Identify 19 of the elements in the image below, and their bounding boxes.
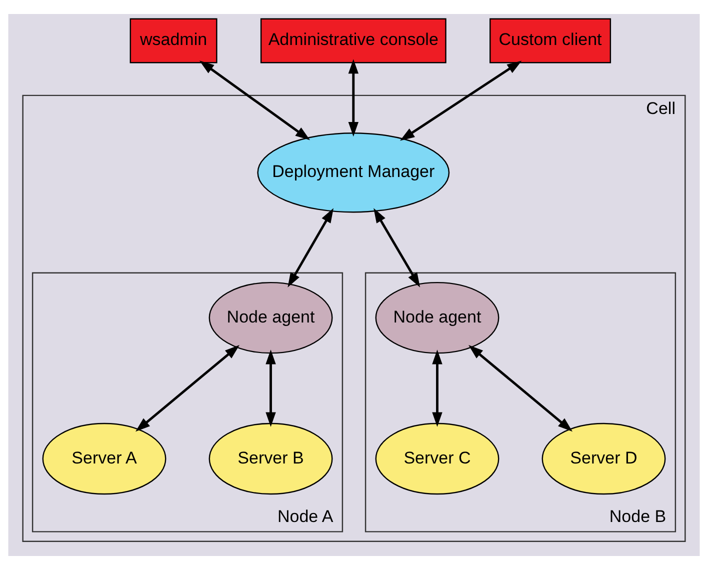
arrow bbox=[432, 350, 442, 427]
node-ellipse: Node agent bbox=[375, 282, 500, 354]
node-ellipse: Server C bbox=[375, 422, 500, 495]
node-ellipse: Deployment Manager bbox=[257, 132, 450, 213]
arrow bbox=[468, 345, 572, 432]
arrow bbox=[400, 60, 522, 141]
node-box: wsadmin bbox=[130, 18, 218, 64]
node-box: Administrative console bbox=[260, 18, 446, 64]
node-ellipse: Node agent bbox=[208, 282, 333, 354]
node-ellipse: Server A bbox=[42, 422, 166, 495]
node-ellipse: Server B bbox=[208, 422, 333, 495]
node-ellipse: Server D bbox=[542, 422, 666, 495]
arrow bbox=[136, 345, 240, 432]
arrow bbox=[348, 59, 358, 137]
arrow bbox=[374, 208, 420, 288]
arrow bbox=[288, 208, 334, 288]
arrow bbox=[199, 60, 310, 140]
node-box: Custom client bbox=[490, 18, 612, 64]
arrow bbox=[266, 350, 276, 427]
